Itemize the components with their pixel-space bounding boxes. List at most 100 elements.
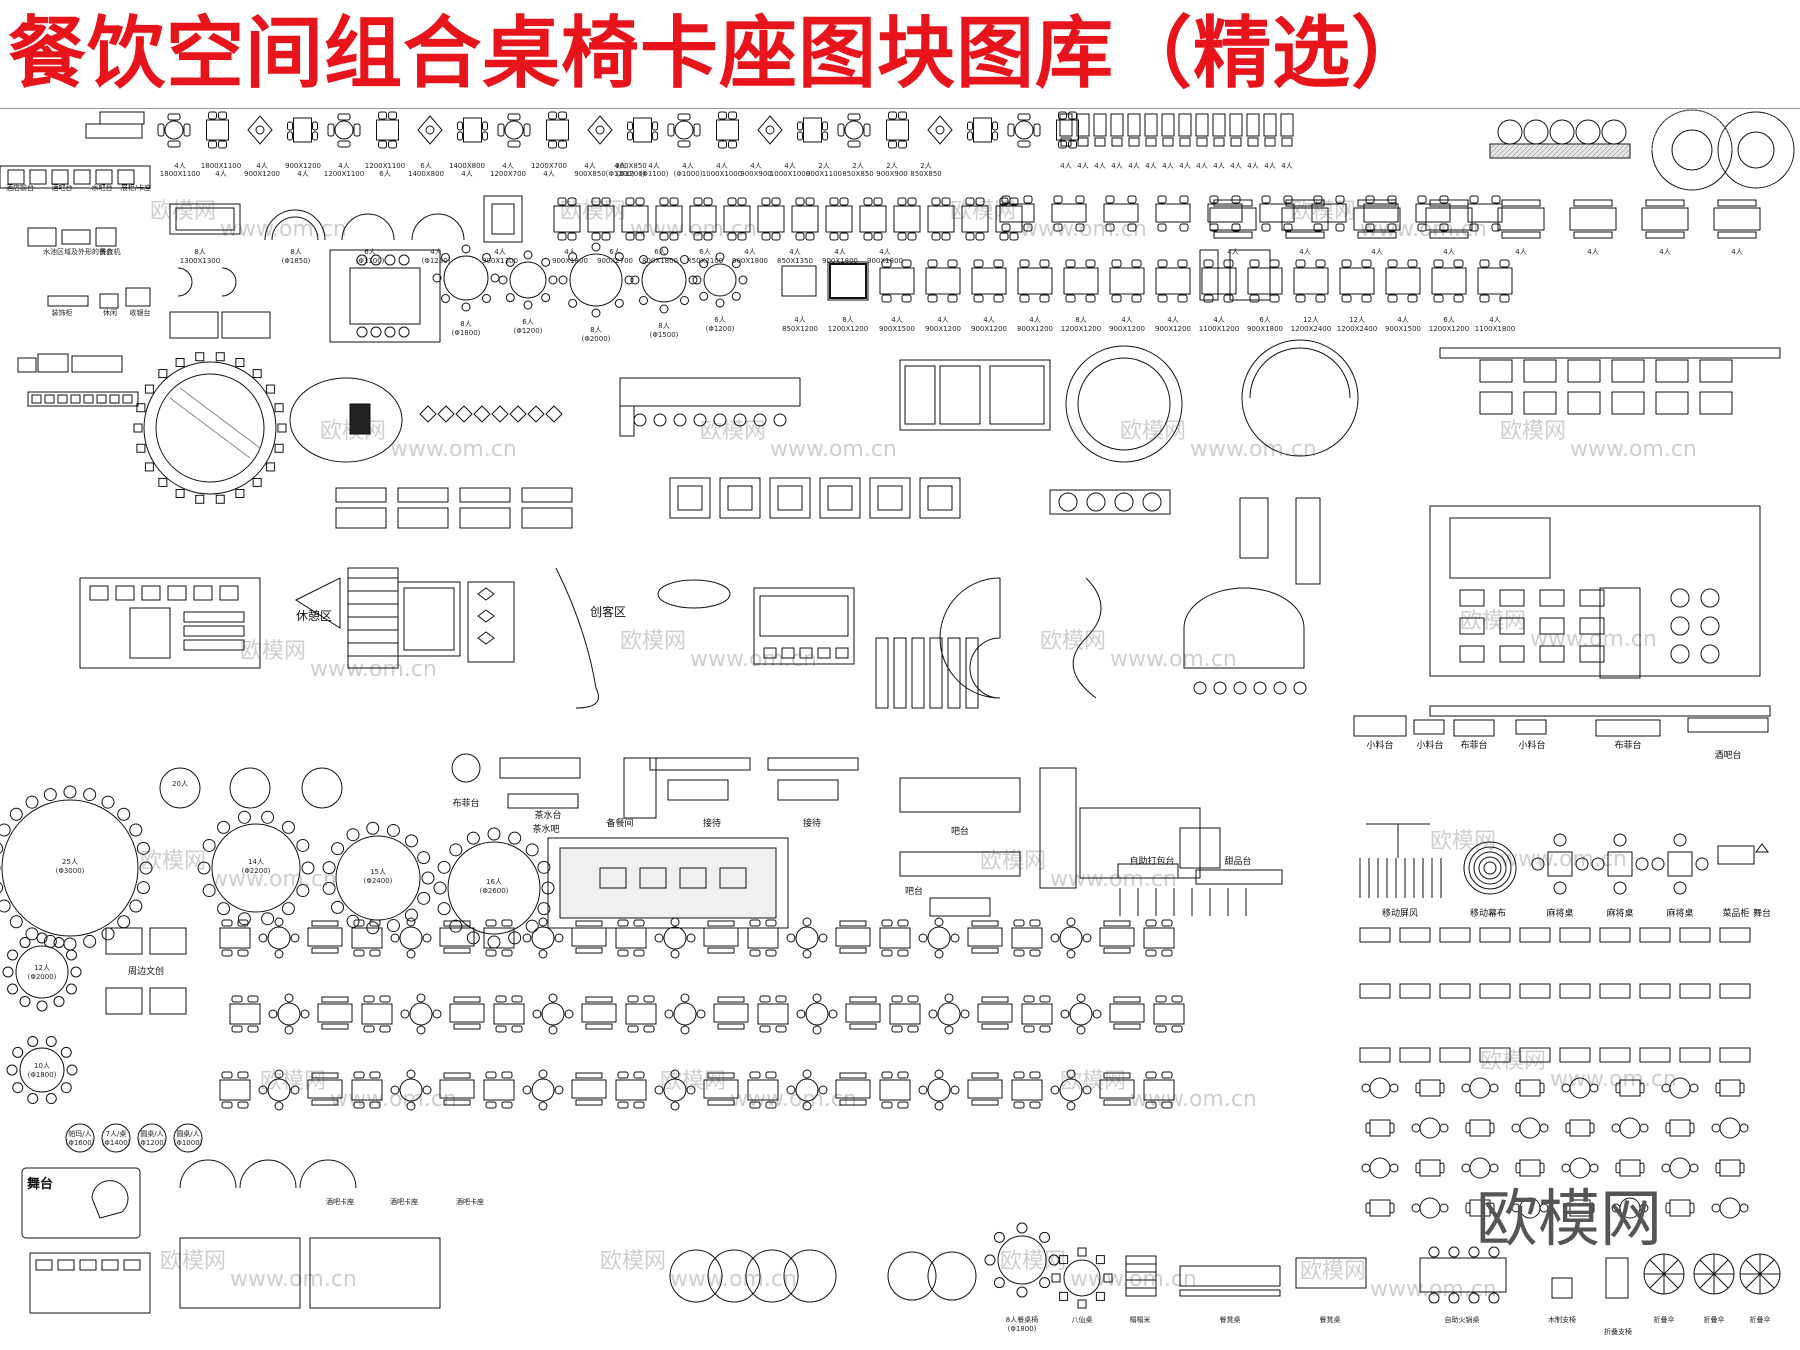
cabinet-block [17,357,37,373]
chair [1407,259,1418,268]
chair [507,113,521,121]
cabinet-cell [817,647,831,659]
kitchen-layout [79,577,261,669]
work-counter [183,625,245,637]
round-table [1419,1117,1441,1139]
brand-logo: 欧模网 [1476,1182,1662,1255]
chair [1415,1082,1421,1094]
cabinet-block [904,365,936,425]
bench [443,947,471,954]
chair [1639,1203,1649,1213]
chair [505,293,515,303]
round-table [805,1002,829,1026]
chair [659,304,669,314]
chair [208,140,217,149]
chair [635,232,645,241]
chair [715,252,725,262]
long-table [1425,207,1473,231]
block-label: 休闲 [103,308,117,317]
table-top [927,205,955,233]
chair [1389,1083,1399,1093]
block-label: 1200X1200 [828,325,868,333]
chair [1019,259,1030,268]
chair [881,1101,893,1109]
round-table [164,120,184,140]
chair [416,993,426,1003]
table-top [689,205,717,233]
bench [839,920,867,927]
cabinet-cell [117,169,135,185]
chair [625,232,635,241]
bar-stool [1253,681,1267,695]
table-top [1021,1003,1053,1025]
chair [1145,137,1157,147]
chair [322,881,336,895]
block-label: 麻将桌 [1606,907,1633,919]
block-label: 4人 [584,162,595,170]
block-label: 6人 [522,318,533,326]
chair [897,1071,909,1079]
chair [378,111,387,120]
chair [796,1009,806,1019]
table-top [723,205,751,233]
booth [719,867,747,889]
cabinet-cell [835,647,849,659]
round-table [159,767,201,809]
chair [1039,294,1050,303]
block-label: 装饰柜 [52,308,73,317]
chair [422,933,432,943]
block-label: (Φ1800) [1008,1325,1037,1333]
chair [907,197,917,206]
table-top [1011,927,1043,949]
chair [795,197,805,206]
block-label: 8人 [590,326,601,334]
block-label: 吧台 [905,885,923,897]
hatch-line [1545,143,1561,159]
long-table [1109,1003,1145,1023]
chair [1179,223,1189,232]
table-top [1611,359,1645,383]
chair [1009,232,1019,241]
block-label: 1800X1100 [160,170,200,178]
chair [538,917,548,927]
bench [1645,199,1685,207]
hex-stool [473,405,491,423]
block-label: (Φ1000) [674,170,703,178]
reception-desk [777,779,839,801]
chair [237,810,251,824]
table-top [1143,927,1175,949]
chair [353,1071,365,1079]
bar-counter [27,391,139,407]
chair [973,259,984,268]
chair [1001,195,1011,204]
table-top [1519,1159,1541,1177]
block-label: 6人 [420,162,431,170]
chair [1060,137,1072,147]
hatch-line [1505,143,1521,159]
table-top [655,205,683,233]
long-table [317,1003,353,1023]
appliance-block [95,227,117,247]
hatch-line [1555,143,1571,159]
round-table [267,926,291,950]
chair [1171,995,1183,1003]
block-label: 备餐间 [606,817,633,829]
bench [1573,199,1613,207]
block-label: 4人 [1515,248,1526,256]
chair [1111,294,1122,303]
table-top [1499,645,1525,663]
block-label: 甜品台 [1224,855,1251,867]
chair [83,934,97,948]
big-round-table [1651,109,1733,191]
round-table [1419,1197,1441,1219]
chair [461,244,471,254]
block-label: 15人 [370,868,386,876]
chair [501,919,513,927]
table-top [747,1079,779,1101]
round-table [1519,1117,1541,1139]
chair [183,123,191,137]
label-layer: 酒店前台酒吧台水吧台展柜/卡座水池区域及外形的餐台洗衣机装饰柜休闲收银台4人18… [6,162,1771,1336]
chair [1565,1202,1571,1214]
hatch-line [1550,143,1566,159]
chair [1203,294,1214,303]
